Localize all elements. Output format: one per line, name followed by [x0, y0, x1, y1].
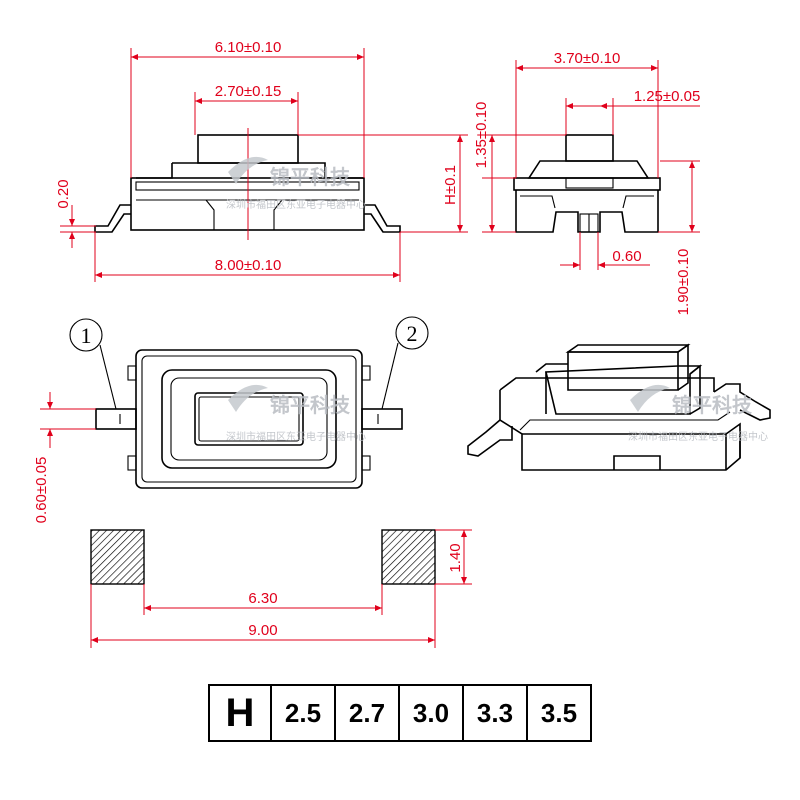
- pin2-callout: 2: [407, 321, 418, 346]
- front-view: [94, 128, 401, 240]
- watermark-3: 锦平科技 深圳市福田区东亚电子电器中心: [628, 384, 768, 443]
- watermark-address: 深圳市福田区东亚电子电器中心: [628, 430, 768, 443]
- dim-top-height: H±0.1: [442, 165, 459, 205]
- dim-side-lead: 0.60: [612, 248, 641, 265]
- h-value-cell: 3.5: [526, 684, 592, 742]
- dim-top-button: 2.70±0.15: [215, 83, 282, 100]
- watermark-brand: 锦平科技: [270, 393, 351, 417]
- isometric-view: [467, 343, 771, 471]
- watermark-brand: 锦平科技: [270, 165, 351, 189]
- h-header-cell: H: [208, 684, 272, 742]
- dim-top-lead-thickness: 0.20: [55, 179, 72, 208]
- side-view-dimensions: 3.70±0.10 1.25±0.05 1.35±0.10 0.60 1.90±…: [473, 50, 700, 315]
- dim-pad-outer: 9.00: [248, 622, 277, 639]
- dim-top-overall: 8.00±0.10: [215, 257, 282, 274]
- h-value-cell: 3.0: [398, 684, 464, 742]
- h-value-cell: 3.3: [462, 684, 528, 742]
- dim-pad-height: 1.40: [447, 543, 464, 572]
- dim-side-total: 1.90±0.10: [675, 249, 692, 316]
- pin1-callout: 1: [81, 323, 92, 348]
- watermark-1: 锦平科技 深圳市福田区东亚电子电器中心: [226, 156, 366, 211]
- plan-view: 1 2: [69, 316, 429, 489]
- h-value-cell: 2.7: [334, 684, 400, 742]
- plan-view-dimensions: 0.60±0.05: [33, 392, 96, 523]
- pcb-footprint: [90, 529, 436, 585]
- dim-side-button: 1.25±0.05: [634, 88, 701, 105]
- table-row: H 2.5 2.7 3.0 3.3 3.5: [208, 684, 592, 742]
- pcb-footprint-dimensions: 1.40 6.30 9.00: [90, 529, 472, 648]
- dim-pad-inner: 6.30: [248, 590, 277, 607]
- watermark-address: 深圳市福田区东亚电子电器中心: [226, 198, 366, 211]
- h-value-cell: 2.5: [270, 684, 336, 742]
- dim-side-height: 1.35±0.10: [473, 102, 490, 169]
- front-view-dimensions: 6.10±0.10 2.70±0.15 8.00±0.10 0.20 H±0.1: [55, 39, 468, 282]
- watermark-brand: 锦平科技: [672, 393, 753, 417]
- watermark-address: 深圳市福田区东亚电子电器中心: [226, 430, 366, 443]
- height-options-table: H 2.5 2.7 3.0 3.3 3.5: [208, 684, 592, 742]
- dim-top-width: 6.10±0.10: [215, 39, 282, 56]
- dim-side-width: 3.70±0.10: [554, 50, 621, 67]
- side-view: [513, 134, 661, 233]
- dim-plan-lead: 0.60±0.05: [33, 457, 50, 524]
- watermark-2: 锦平科技 深圳市福田区东亚电子电器中心: [226, 384, 366, 443]
